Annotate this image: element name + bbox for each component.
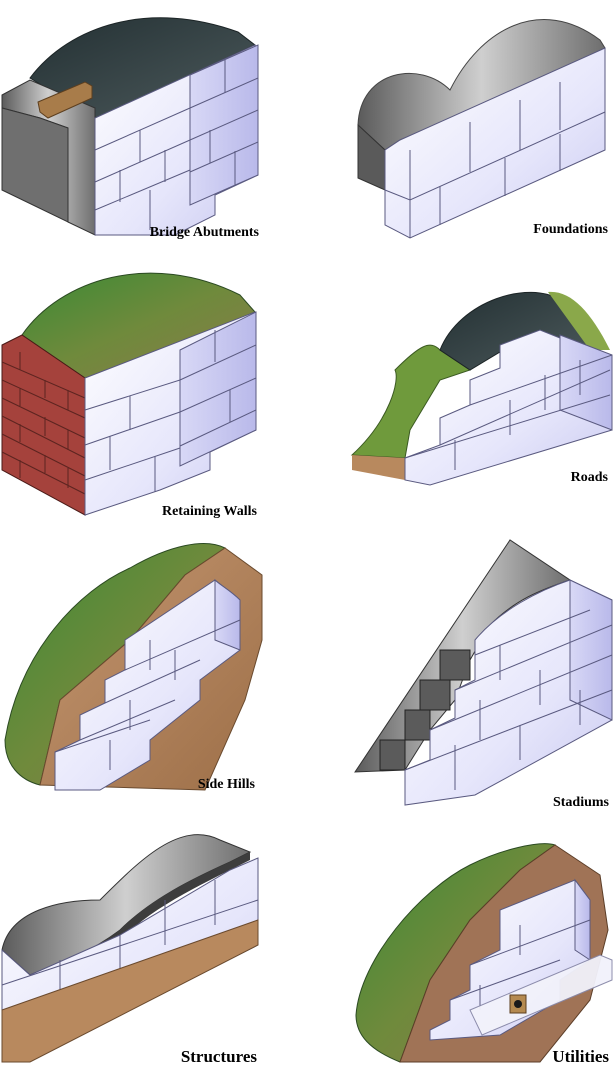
- soil-body: [352, 455, 405, 480]
- structure-slab-edge: [30, 852, 250, 982]
- panel-structures: [1, 834, 259, 1063]
- pipe-icon: [509, 994, 527, 1014]
- road-shoulder: [548, 291, 610, 350]
- label-structures: Structures: [181, 1047, 258, 1066]
- geofoam-block-stack: [94, 44, 259, 236]
- panel-retaining-walls: [1, 272, 257, 516]
- panel-bridge-abutments: [1, 17, 259, 236]
- hill-grass: [4, 543, 226, 786]
- label-utilities: Utilities: [552, 1047, 609, 1066]
- label-side-hills: Side Hills: [198, 777, 256, 792]
- geofoam-stepped-stack: [404, 329, 613, 486]
- label-stadiums: Stadiums: [553, 795, 610, 810]
- utility-conduit: [469, 954, 613, 1036]
- label-retaining-walls: Retaining Walls: [162, 504, 258, 519]
- geofoam-stepped-stack: [54, 578, 241, 791]
- geofoam-block-stack: [404, 579, 613, 806]
- panel-stadiums: [354, 539, 613, 806]
- panel-roads: [350, 291, 613, 486]
- panel-foundations: [357, 19, 606, 239]
- timber-girder: [37, 81, 93, 119]
- panel-side-hills: [4, 543, 263, 791]
- geofoam-block-stack: [84, 311, 257, 516]
- foundation-slab: [357, 19, 606, 151]
- label-foundations: Foundations: [533, 222, 608, 237]
- label-bridge-abutments: Bridge Abutments: [150, 225, 260, 240]
- hill-grass: [355, 843, 557, 1063]
- geofoam-block-stack: [384, 47, 606, 239]
- label-roads: Roads: [571, 470, 609, 485]
- stadium-steps: [379, 649, 471, 771]
- panel-utilities: [355, 843, 613, 1063]
- grass-surface: [21, 272, 256, 379]
- concrete-abutment-front: [1, 107, 69, 223]
- structure-soil-base: [1, 919, 259, 1063]
- brick-facing-wall: [1, 334, 86, 516]
